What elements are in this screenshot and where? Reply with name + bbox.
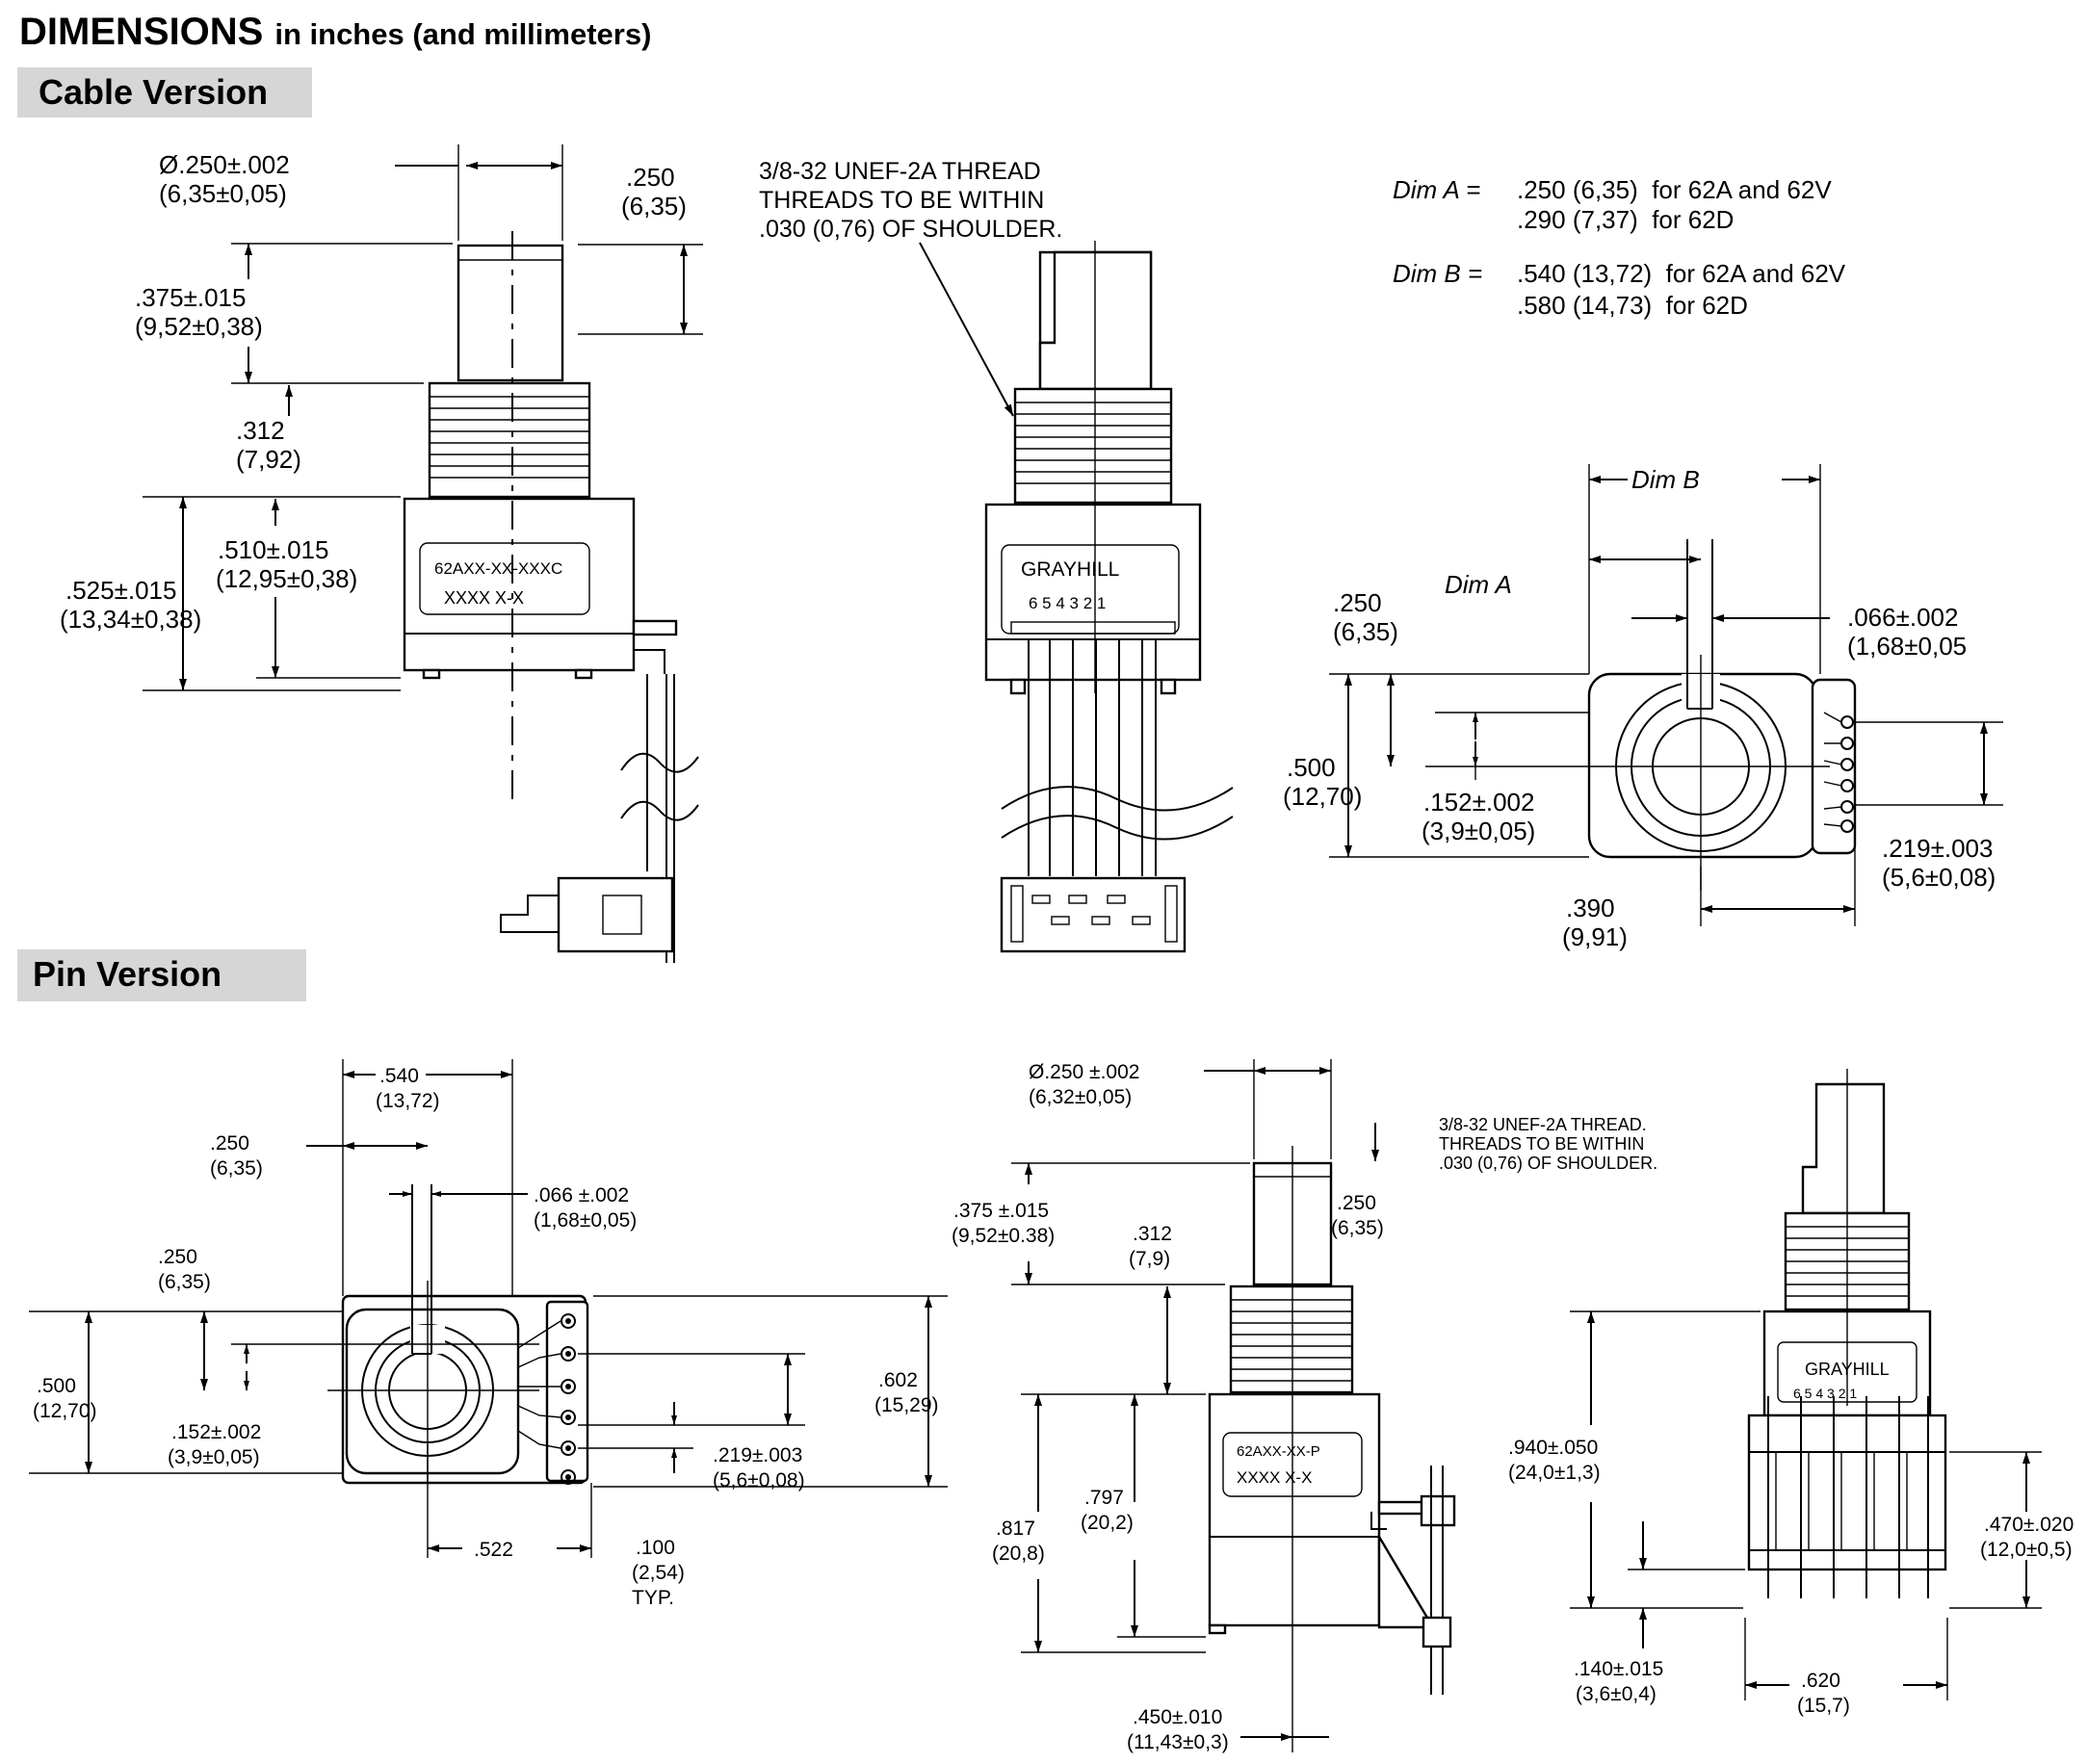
cable-front-brand: GRAYHILL bbox=[1021, 558, 1119, 581]
cable-side-view: 62AXX-XX-XXXC XXXX X-X Ø.250±.002(6,35±0… bbox=[60, 144, 703, 963]
cable-top-view: Dim B Dim A .066±.002(1,68±0,05 .250(6,3… bbox=[1283, 464, 2003, 951]
pin-top-w522: .522 bbox=[474, 1539, 513, 1561]
cable-side-marking-1: 62AXX-XX-XXXC bbox=[434, 559, 562, 578]
cable-top-c152: .152±.002(3,9±0,05) bbox=[1422, 788, 1535, 845]
cable-front-pins: 6 5 4 3 2 1 bbox=[1029, 594, 1106, 612]
pin-front-pins: 6 5 4 3 2 1 bbox=[1793, 1386, 1857, 1401]
pin-top-pins bbox=[517, 1313, 576, 1485]
pin-thread-note: 3/8-32 UNEF-2A THREAD.THREADS TO BE WITH… bbox=[1439, 1115, 1657, 1173]
cable-top-p219: .219±.003(5,6±0,08) bbox=[1882, 834, 1996, 892]
pin-side-shaft-dia: Ø.250 ±.002(6,32±0,05) bbox=[1029, 1061, 1139, 1108]
dim-a-line-2: .290 (7,37) for 62D bbox=[1517, 205, 1734, 234]
pin-top-c152: .152±.002(3,9±0,05) bbox=[168, 1421, 261, 1468]
cable-side-bushing: .312(7,92) bbox=[236, 416, 301, 474]
pin-side-marking-1: 62AXX-XX-P bbox=[1237, 1443, 1320, 1460]
cable-side-bushing-threads bbox=[430, 396, 589, 479]
cable-top-dim-b: Dim B bbox=[1631, 465, 1700, 494]
dim-a-label: Dim A = bbox=[1393, 175, 1480, 204]
pin-top-h602: .602(15,29) bbox=[874, 1369, 939, 1416]
cable-top-left250: .250(6,35) bbox=[1333, 588, 1398, 646]
pin-top-p219: .219±.003(5,6±0,08) bbox=[713, 1444, 805, 1492]
cable-heading: Cable Version bbox=[39, 72, 268, 112]
pin-side-flat: .250(6,35) bbox=[1331, 1192, 1384, 1239]
cable-top-h500: .500(12,70) bbox=[1283, 753, 1362, 811]
pin-side-marking-2: XXXX X-X bbox=[1237, 1468, 1312, 1487]
dim-a-line-1: .250 (6,35) for 62A and 62V bbox=[1517, 175, 1832, 204]
pin-front-h140: .140±.015(3,6±0,4) bbox=[1574, 1658, 1663, 1705]
page-subtitle: in inches (and millimeters) bbox=[274, 17, 651, 51]
cable-top-pins bbox=[1823, 712, 1854, 833]
pin-side-shaft-len: .375 ±.015(9,52±0.38) bbox=[952, 1200, 1055, 1247]
pin-side-h797: .797(20,2) bbox=[1081, 1487, 1134, 1534]
dim-b-label: Dim B = bbox=[1393, 259, 1482, 288]
cable-top-dim-a: Dim A bbox=[1445, 570, 1512, 599]
pin-top-view: .540(13,72) .250(6,35) .066 ±.002(1,68±0… bbox=[29, 1059, 948, 1609]
cable-side-shaft-len: .375±.015(9,52±0,38) bbox=[135, 283, 263, 341]
pin-front-view: GRAYHILL 6 5 4 3 2 1 .940±.050(24,0±1,3)… bbox=[1508, 1069, 2074, 1717]
pin-side-w450: .450±.010(11,43±0,3) bbox=[1127, 1706, 1229, 1753]
cable-top-slot: .066±.002(1,68±0,05 bbox=[1847, 603, 1967, 661]
cable-side-body-inner: .510±.015(12,95±0,38) bbox=[216, 535, 357, 593]
cable-front-view: GRAYHILL 6 5 4 3 2 1 3/8-32 UNEF-2A THRE… bbox=[759, 158, 1234, 953]
cable-heading-band bbox=[17, 67, 312, 117]
pin-heading-band bbox=[17, 949, 306, 1001]
pin-top-w250: .250(6,35) bbox=[210, 1132, 263, 1180]
pin-front-w620: .620(15,7) bbox=[1797, 1670, 1850, 1717]
pin-top-h500: .500(12,70) bbox=[33, 1375, 97, 1422]
pin-side-h817: .817(20,8) bbox=[992, 1518, 1045, 1565]
pin-side-view: 62AXX-XX-P XXXX X-X Ø.250 ±.002(6,32±0,0… bbox=[952, 1059, 1657, 1753]
pin-top-w540: .540(13,72) bbox=[376, 1065, 440, 1112]
pin-front-h940: .940±.050(24,0±1,3) bbox=[1508, 1437, 1601, 1484]
pin-top-pitch: .100(2,54)TYP. bbox=[632, 1537, 685, 1609]
cable-side-body-total: .525±.015(13,34±0,38) bbox=[60, 576, 201, 634]
cable-top-w390: .390(9,91) bbox=[1562, 894, 1628, 951]
pin-side-bushing: .312(7,9) bbox=[1129, 1223, 1172, 1270]
pin-top-left250: .250(6,35) bbox=[158, 1246, 211, 1293]
pin-front-h470: .470±.020(12,0±0,5) bbox=[1980, 1514, 2074, 1561]
pin-top-slot: .066 ±.002(1,68±0,05) bbox=[534, 1184, 637, 1232]
cable-dim-table: Dim A = .250 (6,35) for 62A and 62V .290… bbox=[1393, 175, 1846, 320]
cable-side-flat: .250(6,35) bbox=[621, 163, 687, 220]
dim-b-line-2: .580 (14,73) for 62D bbox=[1517, 291, 1748, 320]
cable-side-shaft-dia: Ø.250±.002(6,35±0,05) bbox=[159, 150, 290, 208]
pin-heading: Pin Version bbox=[33, 954, 222, 994]
cable-front-bushing-threads bbox=[1015, 402, 1171, 484]
dim-b-line-1: .540 (13,72) for 62A and 62V bbox=[1517, 259, 1846, 288]
cable-front-connector-slots bbox=[1031, 895, 1151, 925]
pin-side-bushing-threads bbox=[1231, 1299, 1352, 1382]
pin-front-pin-columns bbox=[1767, 1396, 1929, 1598]
cable-side-marking-2: XXXX X-X bbox=[444, 588, 524, 608]
